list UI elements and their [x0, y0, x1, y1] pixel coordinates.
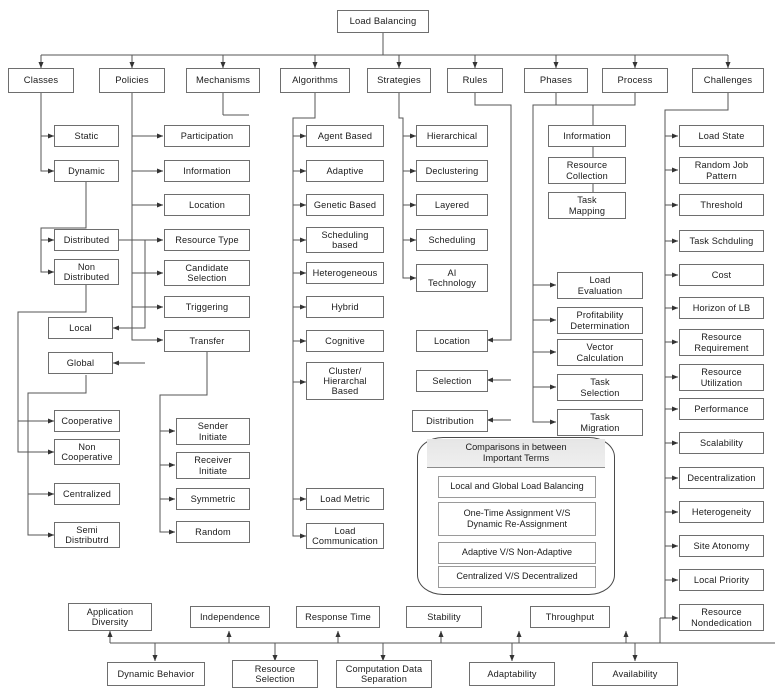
node-cognitive[interactable]: Cognitive — [306, 330, 384, 352]
node-agent-based[interactable]: Agent Based — [306, 125, 384, 147]
node-task-schduling[interactable]: Task Schduling — [679, 230, 764, 252]
comparison-item-3[interactable]: Adaptive V/S Non-Adaptive — [438, 542, 596, 564]
node-vector-calculation[interactable]: Vector Calculation — [557, 339, 643, 366]
node-layered[interactable]: Layered — [416, 194, 488, 216]
node-profitability-determination[interactable]: Profitability Determination — [557, 307, 643, 334]
node-load-balancing[interactable]: Load Balancing — [337, 10, 429, 33]
node-site-atonomy[interactable]: Site Atonomy — [679, 535, 764, 557]
node-cost[interactable]: Cost — [679, 264, 764, 286]
node-application-diversity[interactable]: Application Diversity — [68, 603, 152, 631]
node-threshold[interactable]: Threshold — [679, 194, 764, 216]
comparison-box-header: Comparisons in between Important Terms — [427, 439, 605, 468]
node-participation[interactable]: Participation — [164, 125, 250, 147]
node-decentralization[interactable]: Decentralization — [679, 467, 764, 489]
node-random[interactable]: Random — [176, 521, 250, 543]
node-cooperative[interactable]: Cooperative — [54, 410, 120, 432]
node-hierarchical[interactable]: Hierarchical — [416, 125, 488, 147]
node-receiver-initiate[interactable]: Receiver Initiate — [176, 452, 250, 479]
node-phase-information[interactable]: Information — [548, 125, 626, 147]
node-random-job-pattern[interactable]: Random Job Pattern — [679, 157, 764, 184]
node-non-cooperative[interactable]: Non Cooperative — [54, 439, 120, 465]
node-phases[interactable]: Phases — [524, 68, 588, 93]
node-sender-initiate[interactable]: Sender Initiate — [176, 418, 250, 445]
node-transfer[interactable]: Transfer — [164, 330, 250, 352]
node-classes[interactable]: Classes — [8, 68, 74, 93]
node-rule-location[interactable]: Location — [416, 330, 488, 352]
node-location-policy[interactable]: Location — [164, 194, 250, 216]
node-triggering[interactable]: Triggering — [164, 296, 250, 318]
node-mechanisms[interactable]: Mechanisms — [186, 68, 260, 93]
node-challenges[interactable]: Challenges — [692, 68, 764, 93]
node-load-state[interactable]: Load State — [679, 125, 764, 147]
node-resource-requirement[interactable]: Resource Requirement — [679, 329, 764, 356]
node-cluster-hierarchal-based[interactable]: Cluster/ Hierarchal Based — [306, 362, 384, 400]
node-ai-technology[interactable]: AI Technology — [416, 264, 488, 292]
node-static[interactable]: Static — [54, 125, 119, 147]
node-resource-nondedication[interactable]: Resource Nondedication — [679, 604, 764, 631]
node-scheduling-based[interactable]: Scheduling based — [306, 227, 384, 253]
node-resource-type[interactable]: Resource Type — [164, 229, 250, 251]
node-adaptive[interactable]: Adaptive — [306, 160, 384, 182]
node-rule-distribution[interactable]: Distribution — [412, 410, 488, 432]
node-horizon-of-lb[interactable]: Horizon of LB — [679, 297, 764, 319]
node-strategies[interactable]: Strategies — [367, 68, 431, 93]
node-response-time[interactable]: Response Time — [296, 606, 380, 628]
node-process[interactable]: Process — [602, 68, 668, 93]
node-task-migration[interactable]: Task Migration — [557, 409, 643, 436]
node-hybrid[interactable]: Hybrid — [306, 296, 384, 318]
node-declustering[interactable]: Declustering — [416, 160, 488, 182]
node-genetic-based[interactable]: Genetic Based — [306, 194, 384, 216]
node-distributed[interactable]: Distributed — [54, 229, 119, 251]
node-load-communication[interactable]: Load Communication — [306, 523, 384, 549]
node-algorithms[interactable]: Algorithms — [280, 68, 350, 93]
comparison-item-2[interactable]: One-Time Assignment V/S Dynamic Re-Assig… — [438, 502, 596, 536]
node-local-priority[interactable]: Local Priority — [679, 569, 764, 591]
node-stability[interactable]: Stability — [406, 606, 482, 628]
node-dynamic[interactable]: Dynamic — [54, 160, 119, 182]
node-global[interactable]: Global — [48, 352, 113, 374]
comparison-item-1[interactable]: Local and Global Load Balancing — [438, 476, 596, 498]
node-load-metric[interactable]: Load Metric — [306, 488, 384, 510]
node-information-policy[interactable]: Information — [164, 160, 250, 182]
node-adaptability[interactable]: Adaptability — [469, 662, 555, 686]
node-heterogeneous[interactable]: Heterogeneous — [306, 262, 384, 284]
node-scheduling[interactable]: Scheduling — [416, 229, 488, 251]
node-rule-selection[interactable]: Selection — [416, 370, 488, 392]
node-symmetric[interactable]: Symmetric — [176, 488, 250, 510]
node-rules[interactable]: Rules — [447, 68, 503, 93]
node-policies[interactable]: Policies — [99, 68, 165, 93]
node-semi-distributed[interactable]: Semi Distributrd — [54, 522, 120, 548]
node-candidate-selection[interactable]: Candidate Selection — [164, 260, 250, 286]
comparison-item-4[interactable]: Centralized V/S Decentralized — [438, 566, 596, 588]
node-independence[interactable]: Independence — [190, 606, 270, 628]
node-throughput[interactable]: Throughput — [530, 606, 610, 628]
node-resource-collection[interactable]: Resource Collection — [548, 157, 626, 184]
node-computation-data-separation[interactable]: Computation Data Separation — [336, 660, 432, 688]
node-heterogeneity[interactable]: Heterogeneity — [679, 501, 764, 523]
node-local[interactable]: Local — [48, 317, 113, 339]
node-availability[interactable]: Availability — [592, 662, 678, 686]
node-resource-utilization[interactable]: Resource Utilization — [679, 364, 764, 391]
node-non-distributed[interactable]: Non Distributed — [54, 259, 119, 285]
node-scalability[interactable]: Scalability — [679, 432, 764, 454]
node-task-mapping[interactable]: Task Mapping — [548, 192, 626, 219]
node-task-selection[interactable]: Task Selection — [557, 374, 643, 401]
node-centralized[interactable]: Centralized — [54, 483, 120, 505]
node-dynamic-behavior[interactable]: Dynamic Behavior — [107, 662, 205, 686]
node-resource-selection[interactable]: Resource Selection — [232, 660, 318, 688]
node-performance[interactable]: Performance — [679, 398, 764, 420]
node-load-evaluation[interactable]: Load Evaluation — [557, 272, 643, 299]
